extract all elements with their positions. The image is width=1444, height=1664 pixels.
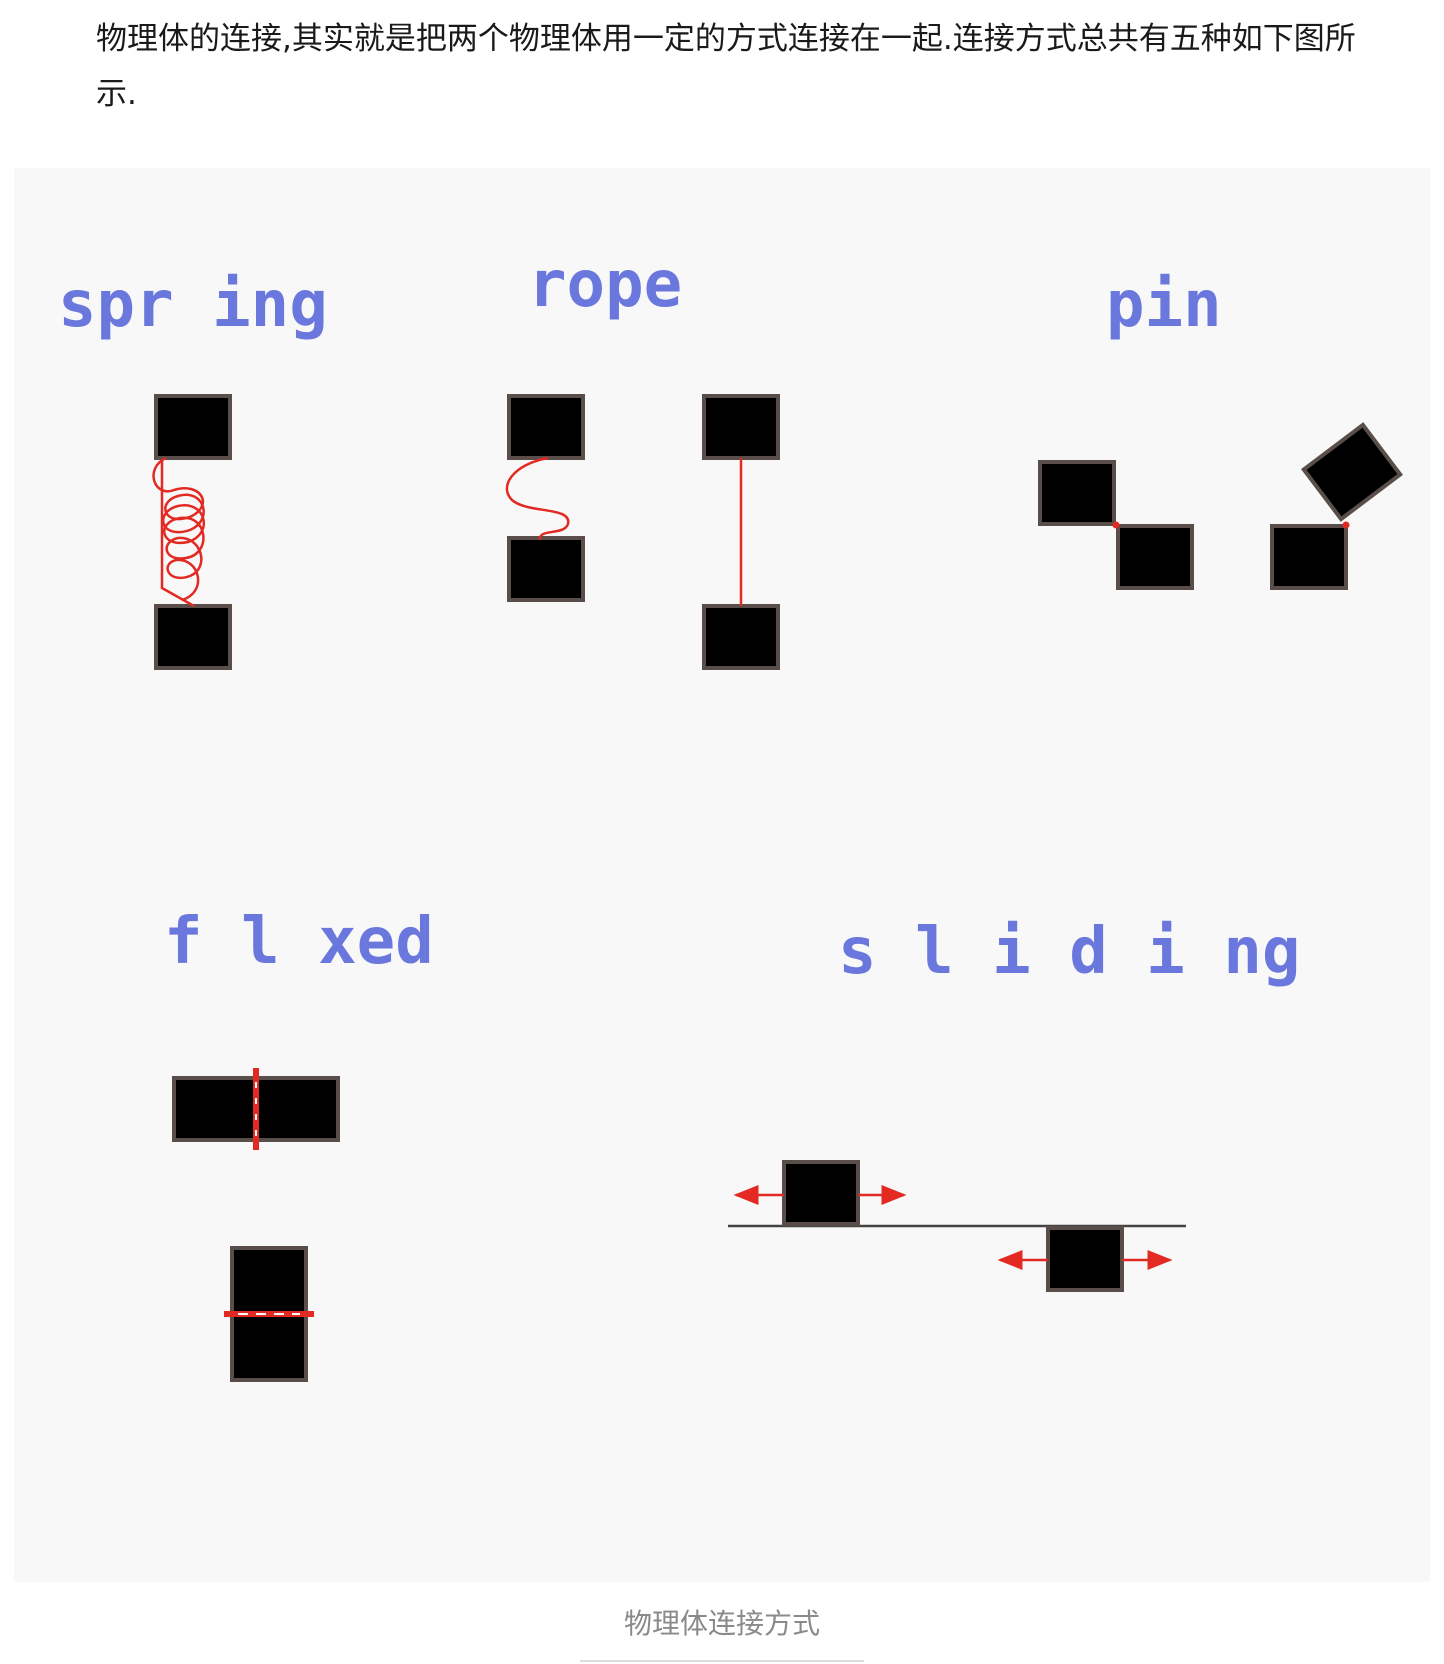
sliding-block-a [782,1160,860,1226]
sliding-label: s l i d i ng [838,915,1300,989]
rope-taut-top-block [702,394,780,460]
spring-spine [160,460,195,608]
figure-caption: 物理体连接方式 [623,1607,820,1640]
rope-joint-diagram: rope [505,248,780,670]
fixed-vertical-top-block [230,1246,308,1316]
rope-slack-bottom-block [507,536,585,602]
pin-right-rotated-block [1300,422,1404,522]
spring-coil [152,456,206,602]
sliding-joint-diagram: s l i d i ng [728,915,1300,1292]
joint-types-figure: spr ing rope pin f l x [14,168,1430,1582]
spring-label: spr ing [58,268,328,342]
pin-right-base-block [1270,524,1348,590]
pin-left-block-a [1038,460,1116,526]
spring-joint-diagram: spr ing [58,268,328,670]
sliding-block-b [1046,1226,1124,1292]
fixed-horizontal-left-block [172,1076,258,1142]
pin-label: pin [1106,268,1222,342]
pin-point-right [1342,521,1350,529]
rope-slack-top-block [507,394,585,460]
intro-paragraph: 物理体的连接,其实就是把两个物理体用一定的方式连接在一起.连接方式总共有五种如下… [96,21,1356,112]
pin-point-left [1112,521,1120,529]
rope-slack-line [505,456,570,541]
fixed-joint-diagram: f l xed [164,905,434,1382]
pin-joint-diagram: pin [1038,268,1404,590]
caption-underline [580,1660,864,1662]
rope-taut-bottom-block [702,604,780,670]
spring-bottom-block [154,604,232,670]
fixed-horizontal-right-block [254,1076,340,1142]
fixed-label: f l xed [164,905,434,979]
fixed-vertical-bottom-block [230,1312,308,1382]
rope-label: rope [528,248,682,322]
spring-top-block [154,394,232,460]
pin-left-block-b [1116,524,1194,590]
